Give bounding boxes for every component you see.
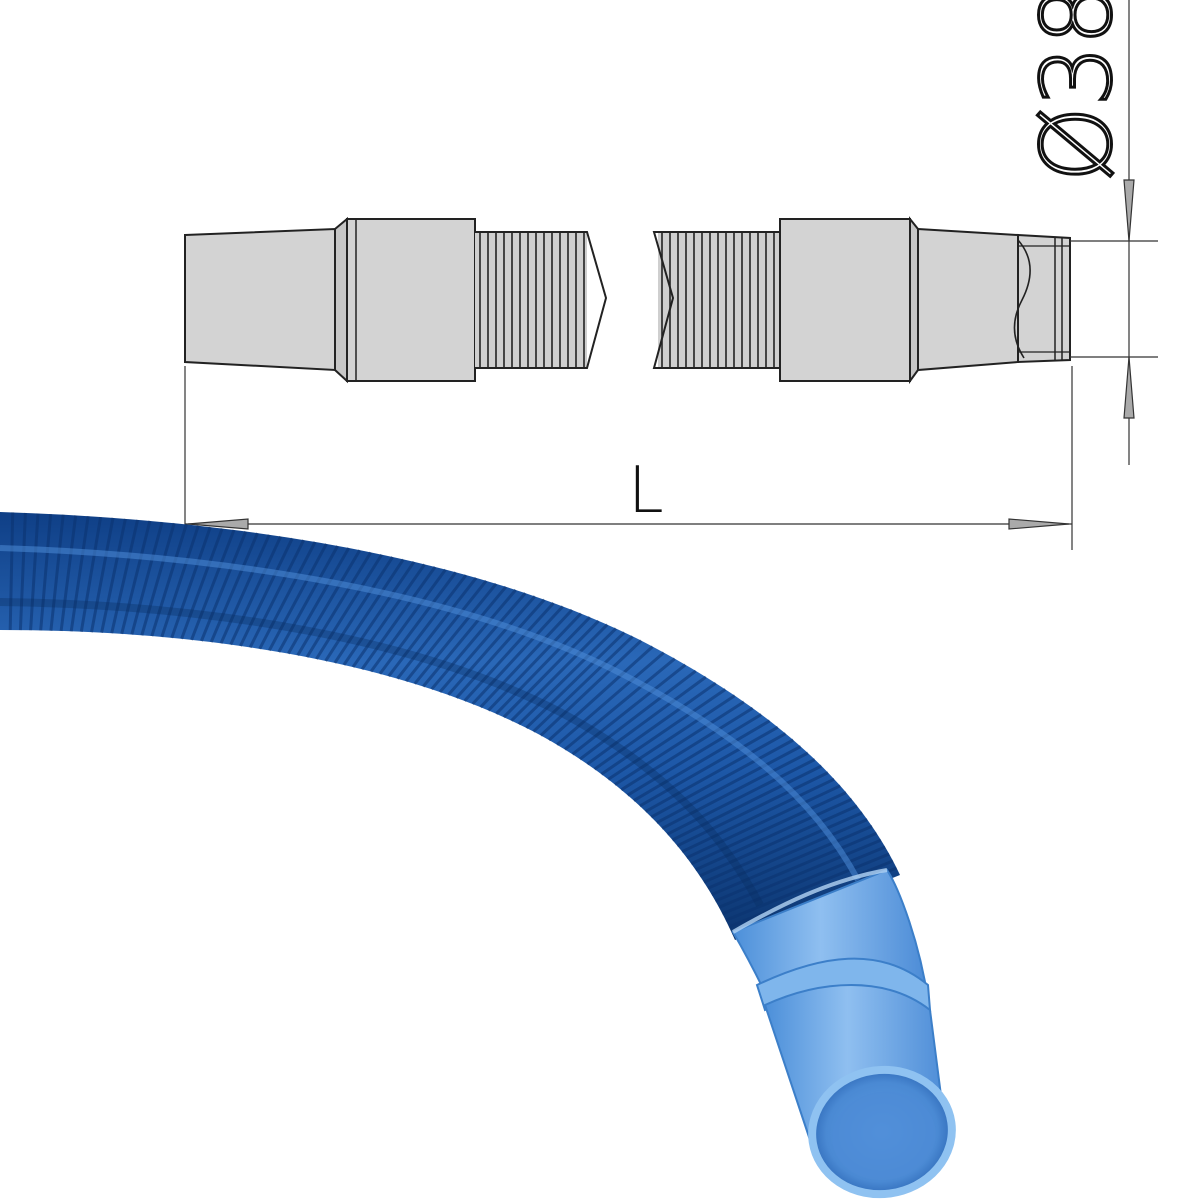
technical-drawing (184, 216, 1071, 385)
hose-body (0, 512, 900, 940)
right-corrugated-hose (652, 231, 780, 369)
hose-corrugation (8, 512, 898, 935)
right-end-broken-section (1017, 233, 1071, 364)
left-cuff-taper (184, 227, 336, 372)
left-cuff-step (334, 216, 348, 384)
dimension-lines (184, 0, 1158, 550)
length-label: L (628, 454, 664, 528)
left-collar (346, 218, 476, 382)
right-cuff-taper (917, 227, 1019, 372)
right-collar-step (909, 216, 919, 385)
diameter-label: Ø38 (1021, 0, 1133, 182)
blue-hose (0, 512, 956, 1199)
right-collar (779, 218, 911, 382)
left-corrugated-hose (475, 231, 608, 369)
